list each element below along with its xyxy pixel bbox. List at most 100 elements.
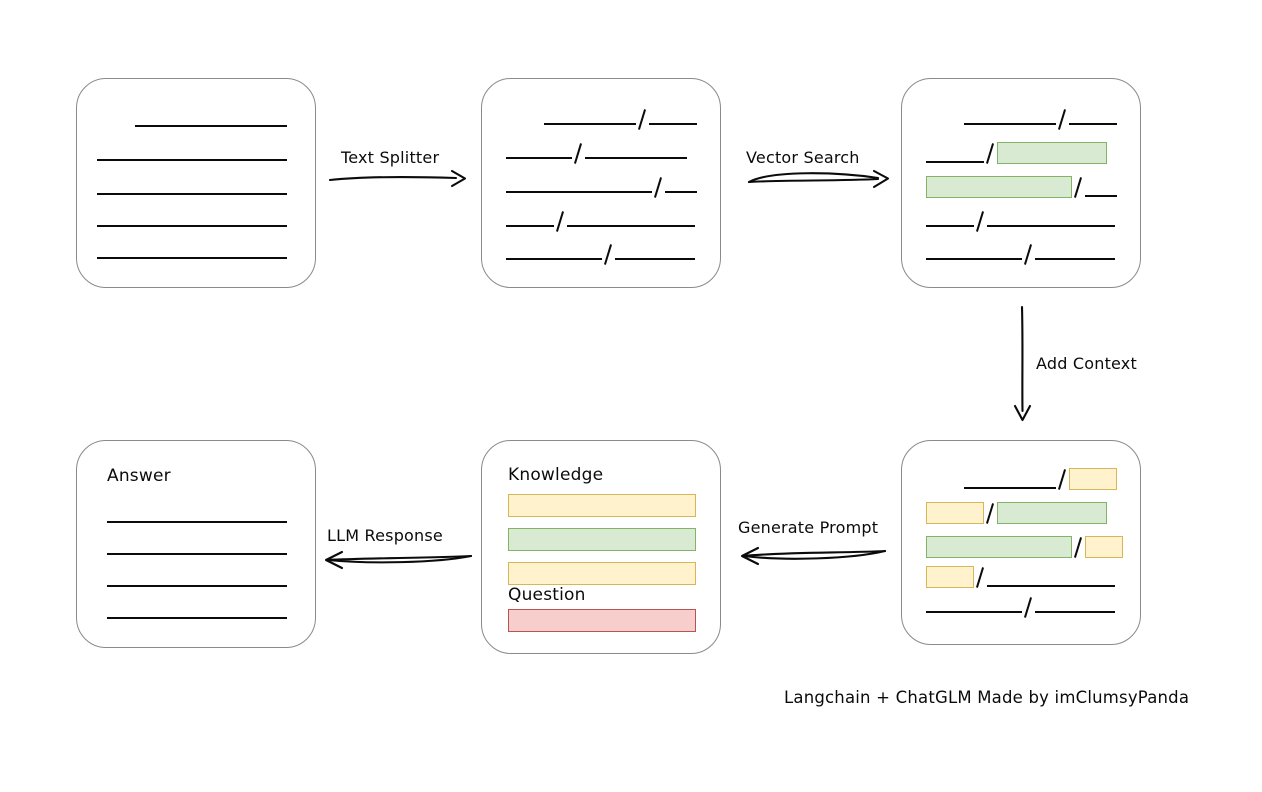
- text-segment: [665, 191, 697, 193]
- split-marker-icon: [1022, 597, 1035, 617]
- chunk-line: [506, 179, 697, 195]
- split-marker-icon: [974, 567, 987, 587]
- credit-text: Langchain + ChatGLM Made by imClumsyPand…: [784, 688, 1190, 707]
- context-chunk-highlight: [926, 502, 984, 524]
- generated-prompt-card: Knowledge Question: [481, 440, 721, 654]
- context-chunk-highlight: [926, 566, 974, 588]
- text-segment: [649, 123, 697, 125]
- text-segment: [107, 521, 287, 523]
- text-segment: [1085, 195, 1117, 197]
- text-splitter-arrow: [328, 169, 467, 188]
- question-bar: [508, 609, 696, 632]
- split-marker-icon: [984, 143, 997, 163]
- text-segment: [926, 161, 984, 163]
- retrieved-chunk-highlight: [926, 536, 1072, 558]
- generate-prompt-label: Generate Prompt: [738, 518, 879, 537]
- chunk-line: [506, 145, 687, 161]
- answer-line: [107, 573, 287, 589]
- knowledge-bar: [508, 528, 696, 551]
- chunk-line: [926, 467, 1117, 491]
- text-segment: [506, 157, 572, 159]
- split-marker-icon: [652, 177, 665, 197]
- split-marker-icon: [1056, 109, 1069, 129]
- knowledge-bar: [508, 562, 696, 585]
- document-line: [135, 113, 295, 129]
- generate-prompt-arrow: [740, 546, 887, 566]
- llm-response-label: LLM Response: [327, 526, 443, 545]
- context-chunk-highlight: [1085, 536, 1123, 558]
- text-segment: [135, 125, 287, 127]
- add-context-label: Add Context: [1036, 354, 1137, 373]
- question-heading: Question: [508, 585, 586, 605]
- knowledge-heading: Knowledge: [508, 465, 604, 485]
- knowledge-bar: [508, 494, 696, 517]
- split-chunks-card: [481, 78, 721, 288]
- text-segment: [987, 225, 1115, 227]
- split-marker-icon: [1072, 537, 1085, 557]
- text-segment: [964, 487, 1056, 489]
- text-segment: [926, 225, 974, 227]
- split-marker-icon: [1072, 177, 1085, 197]
- answer-card: Answer: [76, 440, 316, 648]
- text-segment: [926, 611, 1022, 613]
- text-segment: [544, 123, 636, 125]
- chunk-line: [926, 535, 1123, 559]
- split-marker-icon: [636, 109, 649, 129]
- text-segment: [97, 193, 287, 195]
- chunk-line: [926, 599, 1115, 615]
- text-segment: [506, 191, 652, 193]
- chunk-line: [506, 111, 697, 127]
- text-splitter-label: Text Splitter: [341, 148, 440, 167]
- text-segment: [585, 157, 687, 159]
- retrieved-chunk-highlight: [926, 176, 1072, 198]
- vector-search-arrow: [747, 169, 890, 189]
- vector-search-results-card: [901, 78, 1141, 288]
- chunk-line: [506, 246, 695, 262]
- source-document-card: [76, 78, 316, 288]
- answer-line: [107, 605, 287, 621]
- text-segment: [567, 225, 695, 227]
- split-marker-icon: [572, 143, 585, 163]
- document-line: [97, 181, 297, 197]
- text-segment: [97, 159, 287, 161]
- retrieved-chunk-highlight: [997, 502, 1107, 524]
- chunk-line: [926, 501, 1107, 525]
- chunk-line: [926, 175, 1117, 199]
- split-marker-icon: [1022, 244, 1035, 264]
- retrieved-chunk-highlight: [997, 142, 1107, 164]
- answer-line: [107, 541, 287, 557]
- text-segment: [615, 258, 695, 260]
- text-segment: [506, 225, 554, 227]
- text-segment: [107, 617, 287, 619]
- chunk-line: [926, 141, 1107, 165]
- answer-line: [107, 509, 287, 525]
- add-context-arrow: [1013, 305, 1032, 422]
- text-segment: [506, 258, 602, 260]
- split-marker-icon: [602, 244, 615, 264]
- text-segment: [107, 553, 287, 555]
- llm-response-arrow: [324, 550, 473, 570]
- split-marker-icon: [554, 211, 567, 231]
- text-segment: [1035, 258, 1115, 260]
- text-segment: [97, 225, 287, 227]
- chunk-line: [506, 213, 695, 229]
- chunk-line: [926, 111, 1117, 127]
- text-segment: [926, 258, 1022, 260]
- chunk-line: [926, 246, 1115, 262]
- document-line: [97, 147, 297, 163]
- document-line: [97, 245, 297, 261]
- split-marker-icon: [1056, 469, 1069, 489]
- context-chunk-highlight: [1069, 468, 1117, 490]
- text-segment: [987, 585, 1115, 587]
- vector-search-label: Vector Search: [746, 148, 860, 167]
- context-added-card: [901, 440, 1141, 645]
- text-segment: [97, 257, 287, 259]
- document-line: [97, 213, 297, 229]
- text-segment: [964, 123, 1056, 125]
- text-segment: [1035, 611, 1115, 613]
- answer-heading: Answer: [107, 466, 171, 486]
- chunk-line: [926, 565, 1115, 589]
- split-marker-icon: [974, 211, 987, 231]
- text-segment: [1069, 123, 1117, 125]
